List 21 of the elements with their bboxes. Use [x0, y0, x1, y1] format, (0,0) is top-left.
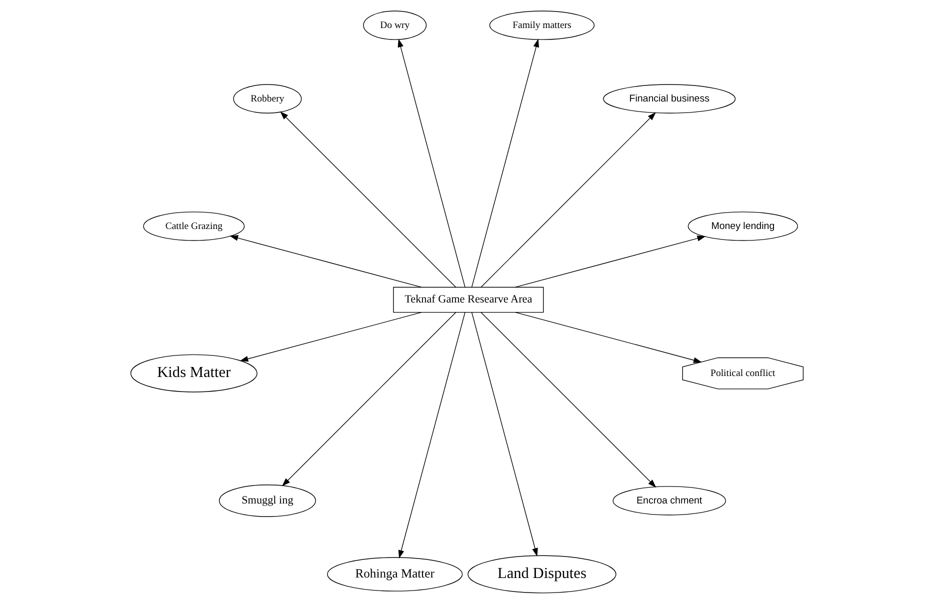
node-ellipse: Encroa chment: [612, 486, 726, 516]
node-ellipse: Rohinga Matter: [327, 557, 463, 592]
arrow: [471, 312, 538, 557]
node-ellipse: Do wry: [363, 10, 427, 40]
node-ellipse: Land Disputes: [468, 555, 616, 594]
arrow: [398, 312, 466, 559]
arrow: [471, 38, 539, 288]
node-ellipse: Smuggl ing: [218, 484, 316, 517]
node-ellipse: Financial business: [603, 84, 736, 114]
arrow: [514, 312, 702, 364]
arrow: [480, 112, 656, 288]
arrow: [282, 312, 456, 486]
arrow: [398, 38, 466, 288]
node-ellipse: Family matters: [489, 10, 595, 40]
arrow: [280, 111, 456, 288]
arrow: [514, 236, 706, 288]
arrow: [230, 235, 422, 288]
arrow: [240, 312, 422, 362]
arrow: [480, 312, 656, 488]
node-ellipse: Robbery: [233, 84, 302, 114]
node-box: Teknaf Game Researve Area: [393, 286, 544, 313]
